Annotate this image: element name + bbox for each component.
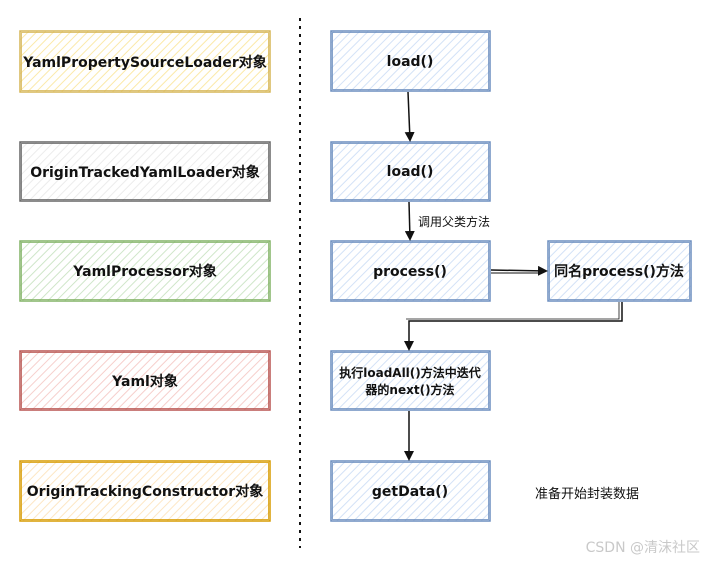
object-box-yaml: Yaml对象 xyxy=(19,350,271,411)
object-label: YamlProcessor对象 xyxy=(72,263,216,280)
object-label: Yaml对象 xyxy=(111,373,178,390)
step-box-process: process() xyxy=(330,240,491,302)
step-box-load-2: load() xyxy=(330,141,491,202)
step-label: process() xyxy=(373,264,447,280)
object-box-origin-tracked-yaml-loader: OriginTrackedYamlLoader对象 xyxy=(19,141,271,202)
arrow-side-process-to-load-all-shadow xyxy=(406,302,620,320)
step-box-load-all: 执行loadAll()方法中迭代 器的next()方法 xyxy=(330,350,491,411)
side-step-label: 同名process()方法 xyxy=(554,263,684,280)
arrow-side-process-to-load-all xyxy=(404,302,623,351)
arrow-process-to-side-process xyxy=(490,265,548,276)
object-box-origin-tracking-constructor: OriginTrackingConstructor对象 xyxy=(19,460,271,522)
step-box-load-1: load() xyxy=(330,30,491,92)
object-label: YamlPropertySourceLoader对象 xyxy=(22,54,266,71)
note-call-parent: 调用父类方法 xyxy=(418,214,490,229)
step-label: load() xyxy=(387,164,434,180)
object-box-yaml-processor: YamlProcessor对象 xyxy=(19,240,271,302)
arrow-load-to-process xyxy=(404,201,415,241)
arrow-load-to-load xyxy=(404,91,415,142)
watermark: CSDN @清沫社区 xyxy=(586,540,700,556)
step-label-line-1: 执行loadAll()方法中迭代 xyxy=(339,365,481,380)
side-step-box-process: 同名process()方法 xyxy=(547,240,692,302)
step-label: getData() xyxy=(372,484,448,500)
object-box-yaml-property-source-loader: YamlPropertySourceLoader对象 xyxy=(19,30,271,93)
step-label: load() xyxy=(387,54,434,70)
step-label-line-2: 器的next()方法 xyxy=(364,382,454,397)
step-box-get-data: getData() xyxy=(330,460,491,522)
object-label: OriginTrackingConstructor对象 xyxy=(27,483,263,500)
note-prepare: 准备开始封装数据 xyxy=(535,486,639,502)
object-label: OriginTrackedYamlLoader对象 xyxy=(30,164,260,181)
